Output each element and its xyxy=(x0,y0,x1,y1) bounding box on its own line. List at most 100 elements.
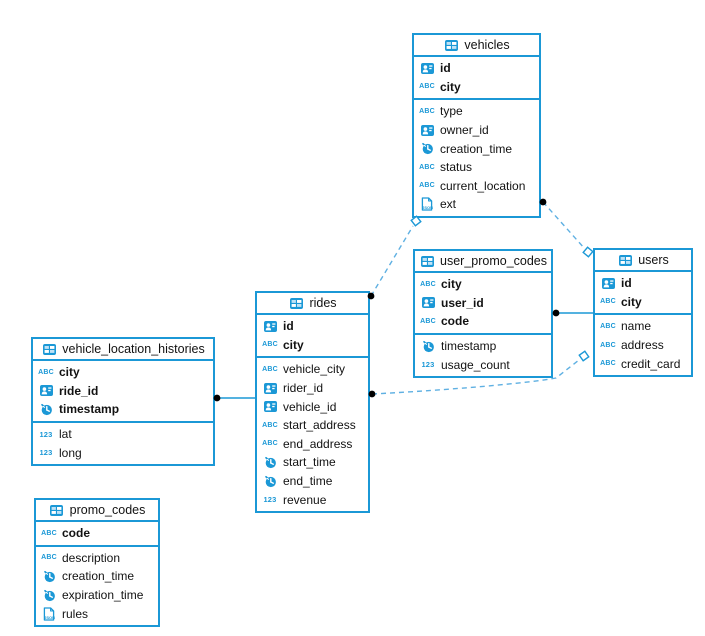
key-fields-section: id ABC city xyxy=(414,57,539,101)
field-label: expiration_time xyxy=(62,588,144,603)
field-label: rider_id xyxy=(283,381,324,396)
field-label: code xyxy=(441,314,470,329)
field-label: long xyxy=(59,445,82,460)
edge-user-promo-codes-users xyxy=(552,309,593,317)
text-type-icon: ABC xyxy=(420,280,436,288)
fields-section: ABC name ABC address ABC credit_card xyxy=(595,315,691,375)
datetime-type-icon xyxy=(41,589,57,602)
text-type-icon: ABC xyxy=(262,365,278,373)
key-fields-section: id ABC city xyxy=(257,315,368,359)
field-row: owner_id xyxy=(414,121,539,140)
datetime-type-icon xyxy=(420,340,436,353)
table-rides[interactable]: rides id ABC city ABC vehicle_city rider… xyxy=(255,291,370,513)
number-type-icon: 123 xyxy=(421,360,435,370)
field-row: rider_id xyxy=(257,379,368,398)
key-fields-section: ABC city user_id ABC code xyxy=(415,273,551,335)
field-label: creation_time xyxy=(62,569,135,584)
id-type-icon xyxy=(262,321,278,332)
table-name: rides xyxy=(309,296,337,310)
json-type-icon xyxy=(41,607,57,621)
text-type-icon: ABC xyxy=(600,298,616,306)
field-row: ABC city xyxy=(33,363,213,382)
text-type-icon: ABC xyxy=(262,341,278,349)
field-row: ABC type xyxy=(414,102,539,121)
text-type-icon: ABC xyxy=(419,182,435,190)
text-type-icon: ABC xyxy=(38,368,54,376)
field-label: city xyxy=(441,277,462,292)
table-user-promo-codes[interactable]: user_promo_codes ABC city user_id ABC co… xyxy=(413,249,553,378)
table-name: promo_codes xyxy=(69,503,146,517)
field-label: description xyxy=(62,550,121,565)
table-header[interactable]: users xyxy=(595,250,691,272)
table-promo-codes[interactable]: promo_codes ABC code ABC description cre… xyxy=(34,498,160,627)
field-row: ext xyxy=(414,195,539,214)
field-row: start_time xyxy=(257,453,368,472)
field-row: ABC end_address xyxy=(257,435,368,454)
json-type-icon xyxy=(419,197,435,211)
text-type-icon: ABC xyxy=(41,554,57,562)
field-label: vehicle_city xyxy=(283,362,346,377)
field-label: owner_id xyxy=(440,123,489,138)
text-type-icon: ABC xyxy=(600,360,616,368)
number-type-icon: 123 xyxy=(39,429,53,439)
field-label: creation_time xyxy=(440,141,513,156)
field-row: 123 usage_count xyxy=(415,355,551,374)
table-header[interactable]: vehicle_location_histories xyxy=(33,339,213,361)
field-row: creation_time xyxy=(414,139,539,158)
table-icon xyxy=(617,255,633,266)
table-header[interactable]: rides xyxy=(257,293,368,315)
field-label: timestamp xyxy=(59,402,120,417)
field-label: city xyxy=(283,337,304,352)
id-type-icon xyxy=(600,278,616,289)
field-row: user_id xyxy=(415,294,551,313)
field-label: usage_count xyxy=(441,357,510,372)
table-name: vehicle_location_histories xyxy=(62,342,205,356)
field-row: rules xyxy=(36,604,158,623)
table-header[interactable]: promo_codes xyxy=(36,500,158,522)
datetime-type-icon xyxy=(38,403,54,416)
field-label: id xyxy=(440,61,451,76)
table-header[interactable]: user_promo_codes xyxy=(415,251,551,273)
id-type-icon xyxy=(262,383,278,394)
datetime-type-icon xyxy=(262,456,278,469)
fields-section: 123 lat 123 long xyxy=(33,423,213,464)
table-name: users xyxy=(638,253,669,267)
field-row: 123 lat xyxy=(33,425,213,444)
field-row: ABC current_location xyxy=(414,177,539,196)
field-label: end_time xyxy=(283,474,333,489)
text-type-icon: ABC xyxy=(600,322,616,330)
text-type-icon: ABC xyxy=(262,421,278,429)
field-label: address xyxy=(621,338,664,353)
id-type-icon xyxy=(262,401,278,412)
field-row: timestamp xyxy=(33,400,213,419)
field-row: id xyxy=(414,59,539,78)
field-row: expiration_time xyxy=(36,586,158,605)
datetime-type-icon xyxy=(419,142,435,155)
edge-vehicle-location-histories-rides xyxy=(213,394,255,402)
table-vehicle-location-histories[interactable]: vehicle_location_histories ABC city ride… xyxy=(31,337,215,466)
field-label: credit_card xyxy=(621,356,681,371)
field-label: city xyxy=(59,365,80,380)
table-icon xyxy=(419,256,435,267)
table-icon xyxy=(443,40,459,51)
table-header[interactable]: vehicles xyxy=(414,35,539,57)
fields-section: ABC type owner_id creation_time ABC stat… xyxy=(414,100,539,216)
table-users[interactable]: users id ABC city ABC name ABC address A… xyxy=(593,248,693,377)
field-label: timestamp xyxy=(441,339,497,354)
key-fields-section: ABC code xyxy=(36,522,158,547)
field-row: ABC code xyxy=(36,524,158,543)
field-label: name xyxy=(621,319,652,334)
table-vehicles[interactable]: vehicles id ABC city ABC type owner_id xyxy=(412,33,541,218)
text-type-icon: ABC xyxy=(600,341,616,349)
table-icon xyxy=(49,505,65,516)
field-row: ABC vehicle_city xyxy=(257,360,368,379)
field-label: start_address xyxy=(283,418,356,433)
field-row: 123 revenue xyxy=(257,490,368,509)
key-fields-section: id ABC city xyxy=(595,272,691,316)
number-type-icon: 123 xyxy=(263,495,277,505)
text-type-icon: ABC xyxy=(419,107,435,115)
field-row: ABC start_address xyxy=(257,416,368,435)
text-type-icon: ABC xyxy=(420,317,436,325)
fields-section: ABC description creation_time expiration… xyxy=(36,547,158,625)
